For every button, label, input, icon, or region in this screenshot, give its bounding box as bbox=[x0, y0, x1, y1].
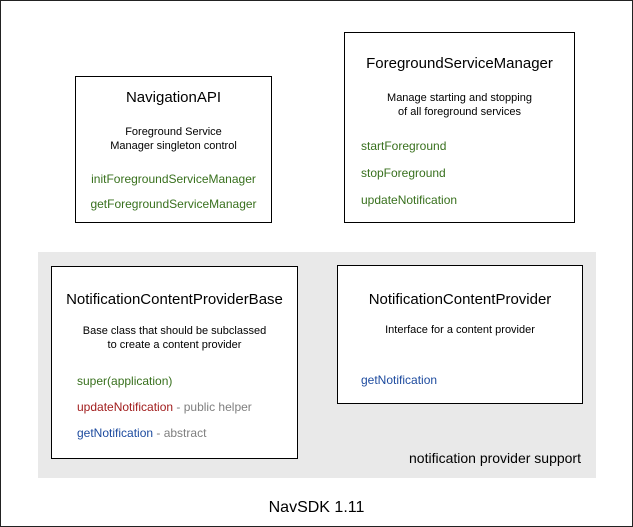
method-row: getNotification - abstract bbox=[77, 427, 297, 440]
description-line: Foreground Service bbox=[125, 126, 222, 138]
description-line: to create a content provider bbox=[107, 338, 242, 351]
box-title: NotificationContentProvider bbox=[368, 291, 552, 308]
box-title: NavigationAPI bbox=[125, 89, 222, 106]
box-title: NotificationContentProviderBase bbox=[66, 291, 283, 308]
method-row: super(application) bbox=[77, 375, 297, 388]
method-list: super(application) updateNotification - … bbox=[52, 375, 297, 440]
box-notification-content-provider: NotificationContentProvider Interface fo… bbox=[337, 265, 583, 404]
method-list: initForegroundServiceManager getForegrou… bbox=[76, 173, 271, 211]
box-description: Manage starting and stopping of all fore… bbox=[345, 92, 574, 119]
method-label: super(application) bbox=[77, 374, 173, 388]
footer-caption: NavSDK 1.11 bbox=[268, 499, 365, 516]
description-line: Manager singleton control bbox=[110, 139, 237, 152]
method-label: getNotification bbox=[77, 426, 154, 440]
description-line: Base class that should be subclassed bbox=[82, 325, 267, 337]
method-suffix: - public helper bbox=[173, 400, 252, 414]
description-line: of all foreground services bbox=[398, 105, 521, 118]
method-label: initForegroundServiceManager bbox=[91, 172, 256, 186]
box-notification-content-provider-base: NotificationContentProviderBase Base cla… bbox=[51, 266, 298, 459]
method-list: startForeground stopForeground updateNot… bbox=[345, 140, 574, 207]
box-navigation-api: NavigationAPI Foreground Service Manager… bbox=[75, 76, 272, 223]
method-label: getForegroundServiceManager bbox=[90, 197, 257, 211]
box-description: Foreground Service Manager singleton con… bbox=[76, 126, 271, 153]
method-label: updateNotification bbox=[361, 193, 458, 207]
description-line: Manage starting and stopping bbox=[387, 92, 532, 104]
description-line: Interface for a content provider bbox=[385, 324, 535, 336]
method-label: updateNotification bbox=[77, 400, 174, 414]
method-label: stopForeground bbox=[361, 166, 446, 180]
method-list: getNotification bbox=[338, 372, 582, 387]
box-description: Base class that should be subclassed to … bbox=[52, 325, 297, 352]
box-description: Interface for a content provider bbox=[338, 324, 582, 338]
method-suffix: - abstract bbox=[153, 426, 207, 440]
box-foreground-service-manager: ForegroundServiceManager Manage starting… bbox=[344, 32, 575, 223]
box-title: ForegroundServiceManager bbox=[366, 55, 553, 72]
method-label: getNotification bbox=[361, 372, 438, 387]
group-label: notification provider support bbox=[409, 450, 581, 466]
method-label: startForeground bbox=[361, 139, 447, 153]
method-row: updateNotification - public helper bbox=[77, 401, 297, 414]
